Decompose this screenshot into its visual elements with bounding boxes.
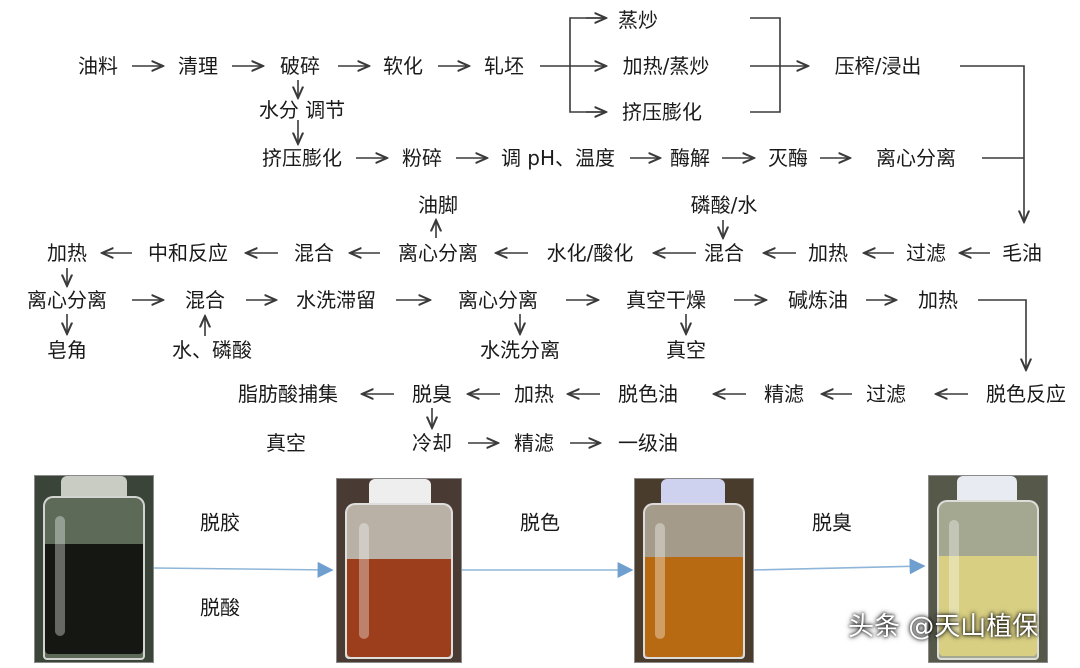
node-lixin-2: 离心分离	[398, 241, 478, 265]
node-posui: 破碎	[280, 54, 320, 78]
node-tuose-fanying: 脱色反应	[986, 382, 1066, 406]
liquid-deodorized	[939, 556, 1037, 656]
node-zhifangsuan: 脂肪酸捕集	[238, 382, 338, 406]
node-maoyou: 毛油	[1002, 241, 1042, 265]
bracket-right	[750, 17, 781, 113]
node-zhenkong-ganzao: 真空干燥	[626, 288, 706, 312]
node-jiare-4: 加热	[514, 382, 554, 406]
liquid-crude	[45, 544, 143, 654]
node-lixin-3: 离心分离	[27, 288, 107, 312]
node-jianlianyou: 碱炼油	[788, 288, 848, 312]
bracket-left	[569, 17, 606, 113]
node-tuoseyou: 脱色油	[618, 382, 678, 406]
node-ruanhua: 软化	[383, 54, 423, 78]
node-jiya-pengh-2: 挤压膨化	[262, 146, 342, 170]
blue-arrow-3	[751, 558, 926, 575]
step-label-tuochou: 脱臭	[812, 510, 852, 535]
node-guolv-2: 过滤	[866, 382, 906, 406]
node-lengque: 冷却	[412, 431, 452, 455]
node-meijie: 酶解	[670, 146, 710, 170]
node-jinglv-2: 精滤	[514, 431, 554, 455]
bottle-photo-degummed	[336, 478, 462, 663]
node-jiya-pengh-1: 挤压膨化	[622, 100, 702, 124]
node-qingli: 清理	[178, 54, 218, 78]
node-youliao: 油料	[78, 54, 118, 78]
node-zhengchao: 蒸炒	[618, 8, 658, 32]
node-shui-linsuan: 水、磷酸	[172, 338, 252, 362]
node-yapi: 轧坯	[484, 54, 524, 78]
bottle-photo-bleached	[634, 478, 754, 663]
liquid-bleached	[645, 557, 743, 657]
node-hunhe-2: 混合	[704, 241, 744, 265]
node-shuifen-tiaojie: 水分 调节	[258, 98, 346, 122]
node-guolv-1: 过滤	[906, 241, 946, 265]
node-hunhe-1: 混合	[294, 241, 334, 265]
node-shuixi-fenli: 水洗分离	[480, 338, 560, 362]
node-fensui: 粉碎	[402, 146, 442, 170]
node-lixin-1: 离心分离	[876, 146, 956, 170]
node-jiare-2: 加热	[808, 241, 848, 265]
node-lixin-4: 离心分离	[458, 288, 538, 312]
connector-yazha-maoyou	[960, 65, 1024, 222]
step-label-tuojiao: 脱胶	[200, 510, 240, 535]
blue-arrow-1	[153, 561, 334, 578]
bottle-photo-crude	[34, 475, 154, 663]
step-label-tuose: 脱色	[520, 510, 560, 535]
node-miemei: 灭酶	[768, 146, 808, 170]
node-jiare-1: 加热	[47, 241, 87, 265]
node-jiare-3: 加热	[918, 288, 958, 312]
node-tiao-ph: 调 pH、温度	[500, 146, 616, 170]
node-yazha: 压榨/浸出	[834, 54, 922, 78]
node-zhonghe: 中和反应	[148, 241, 228, 265]
node-zaojiao: 皂角	[47, 338, 87, 362]
node-shuixi-zhiliu: 水洗滞留	[296, 288, 376, 312]
node-jinglv-1: 精滤	[764, 382, 804, 406]
watermark-text: 头条 @天山植保	[848, 612, 1039, 642]
connector-jiare3-tuose	[978, 299, 1026, 370]
node-hunhe-3: 混合	[185, 288, 225, 312]
step-label-tuosuan: 脱酸	[200, 595, 240, 620]
node-jiare-zhengchao: 加热/蒸炒	[622, 54, 710, 78]
node-shuihua: 水化/酸化	[546, 241, 634, 265]
node-zhenkong-1: 真空	[666, 338, 706, 362]
node-yijiyou: 一级油	[618, 431, 678, 455]
node-linsuan-shui: 磷酸/水	[690, 193, 758, 217]
node-youjiao: 油脚	[418, 193, 458, 217]
node-tuochou: 脱臭	[412, 382, 452, 406]
liquid-degummed	[347, 559, 451, 657]
bottle-photo-deodorized	[928, 475, 1048, 663]
node-zhenkong-2: 真空	[266, 431, 306, 455]
